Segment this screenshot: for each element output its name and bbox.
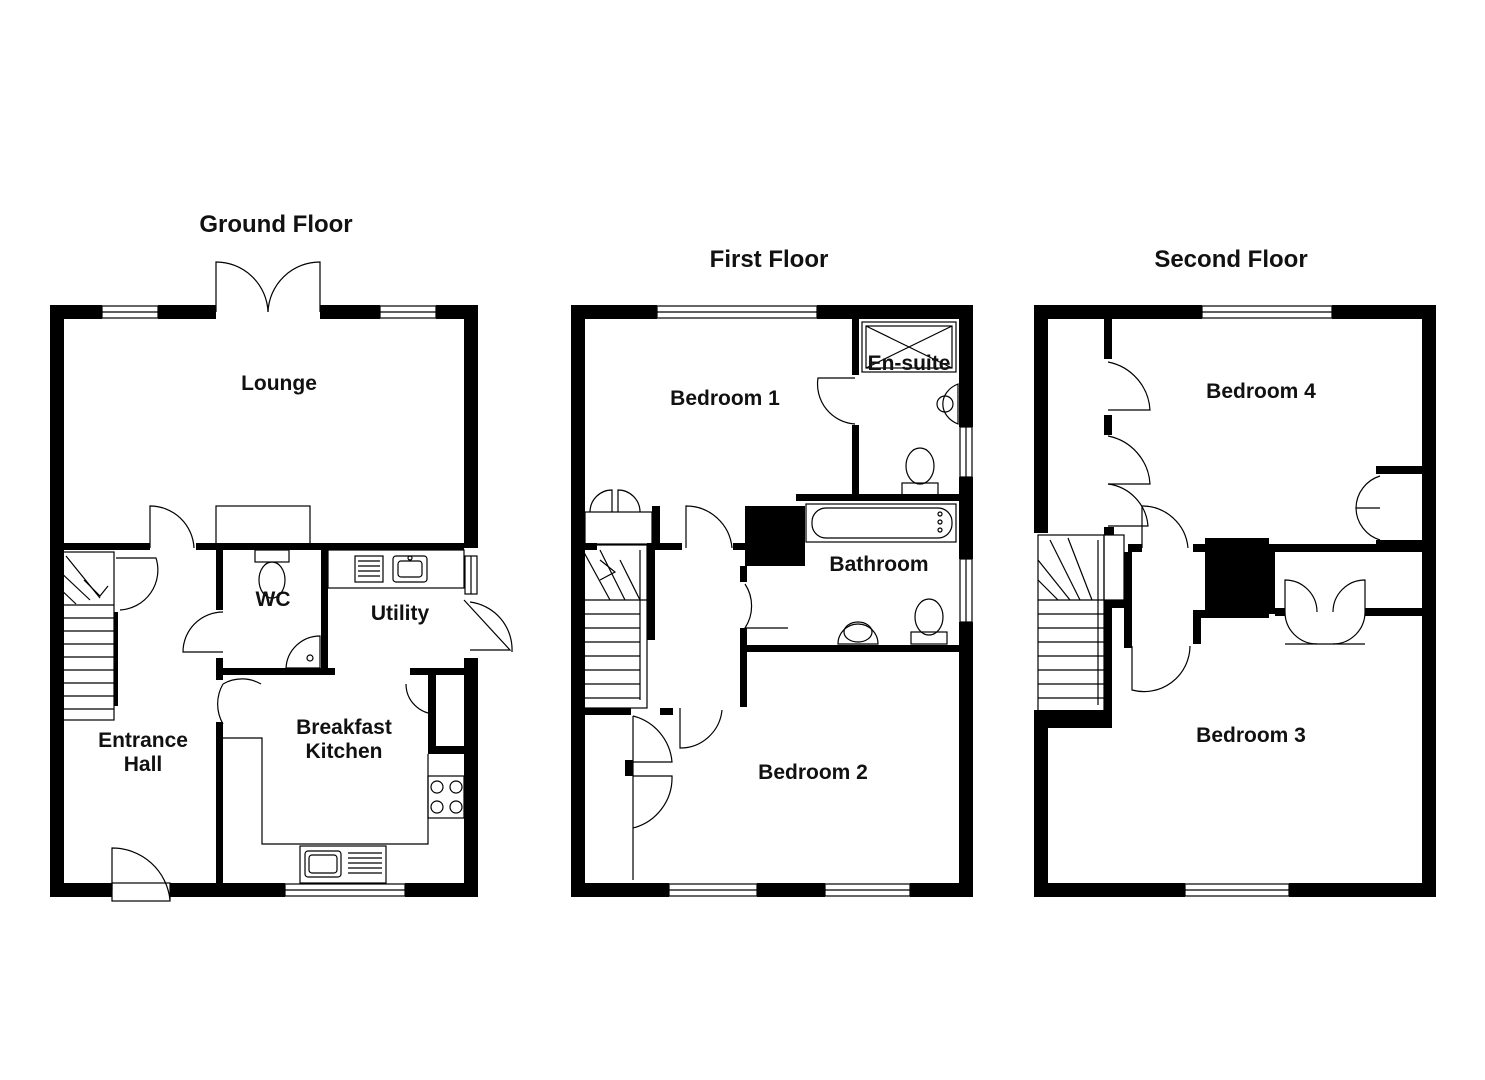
second-floor-inner-walls <box>1034 319 1422 728</box>
room-label-ensuite: En-suite <box>868 352 951 375</box>
room-label-wc: WC <box>256 588 291 611</box>
first-floor-staircase <box>574 544 648 709</box>
first-floor-plan: First Floor <box>571 246 973 897</box>
room-label-bedroom-2: Bedroom 2 <box>758 761 868 784</box>
ground-floor-staircase <box>55 551 118 721</box>
room-label-hall: Hall <box>124 753 163 776</box>
ground-floor-plan: Ground Floor <box>50 211 513 902</box>
first-floor-windows <box>656 305 973 897</box>
ensuite-fittings <box>861 321 959 496</box>
room-label-breakfast: Breakfast <box>296 716 392 739</box>
second-floor-windows <box>1184 305 1333 897</box>
room-label-bedroom-1: Bedroom 1 <box>670 387 780 410</box>
first-floor-inner-walls <box>585 319 959 776</box>
room-label-lounge: Lounge <box>241 372 317 395</box>
second-floor-doors <box>1107 361 1381 693</box>
second-floor-staircase <box>1037 534 1125 712</box>
room-label-bedroom-3: Bedroom 3 <box>1196 724 1306 747</box>
room-label-bedroom-4: Bedroom 4 <box>1206 380 1316 403</box>
ground-floor-doors <box>111 261 513 902</box>
first-floor-outer-walls <box>571 305 973 897</box>
room-label-kitchen: Kitchen <box>305 740 382 763</box>
kitchen-fittings <box>223 737 465 884</box>
bathroom-fittings <box>805 503 957 645</box>
fireplace-hearth <box>215 505 311 545</box>
ground-floor-title: Ground Floor <box>199 211 352 238</box>
ground-floor-windows <box>101 305 478 897</box>
room-label-entrance: Entrance <box>98 729 188 752</box>
utility-fittings <box>327 549 465 589</box>
room-label-bathroom: Bathroom <box>829 553 928 576</box>
second-floor-outer-walls <box>1034 305 1436 897</box>
wc-fittings <box>254 549 321 669</box>
second-floor-plan: Second Floor <box>1034 246 1436 897</box>
ground-floor-outer-walls <box>50 305 478 897</box>
room-label-utility: Utility <box>371 602 430 625</box>
first-floor-doors <box>584 377 856 880</box>
second-floor-title: Second Floor <box>1154 246 1307 273</box>
first-floor-title: First Floor <box>710 246 829 273</box>
